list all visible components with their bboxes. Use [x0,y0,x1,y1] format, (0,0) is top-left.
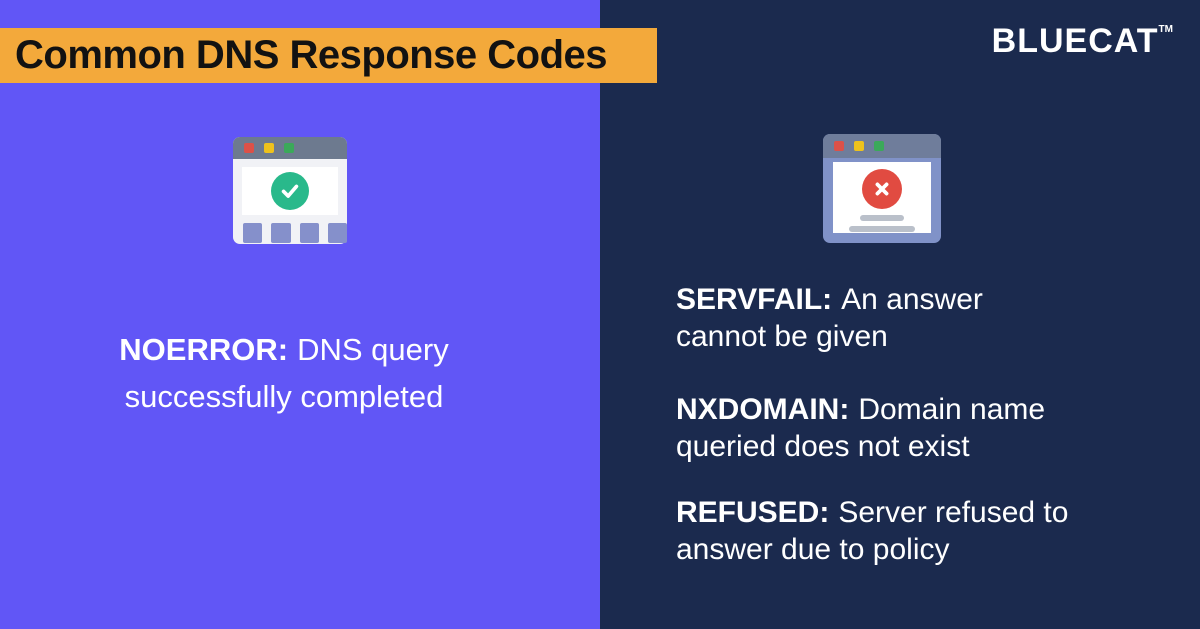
noerror-line-2: successfully completed [88,373,480,420]
nxdomain-line-2: queried does not exist [676,428,1045,465]
window-dot-yellow-icon [264,143,274,153]
response-code-description: cannot be given [676,320,888,353]
title-banner: Common DNS Response Codes [0,28,657,83]
refused-line-2: answer due to policy [676,531,1068,568]
refused-entry: REFUSED:Server refused to answer due to … [676,494,1068,568]
page-title: Common DNS Response Codes [15,33,608,77]
checkmark-glyph [281,184,299,198]
window-dot-green-icon [874,141,884,151]
servfail-entry: SERVFAIL:An answer cannot be given [676,281,983,355]
thumbnail-square [271,223,291,243]
placeholder-text-line [849,226,915,232]
window-dot-yellow-icon [854,141,864,151]
response-code-description: queried does not exist [676,430,970,463]
bluecat-logo: BLUECATTM [992,22,1173,61]
response-code-description: Server refused to [838,496,1069,529]
x-glyph [875,182,889,196]
left-panel-background [0,0,600,629]
thumbnail-square [299,223,319,243]
checkmark-icon [271,172,309,210]
nxdomain-entry: NXDOMAIN:Domain name queried does not ex… [676,391,1045,465]
trademark-symbol: TM [1158,24,1173,35]
right-panel-background [600,0,1200,629]
thumbnail-square [243,223,263,243]
noerror-line-1: NOERROR:DNS query [88,326,480,373]
window-thumbnail-row [243,223,347,243]
response-code-label: NOERROR: [119,332,289,367]
servfail-line-2: cannot be given [676,318,983,355]
browser-success-icon [233,137,347,244]
response-code-label: NXDOMAIN: [676,393,850,426]
noerror-entry: NOERROR:DNS query successfully completed [88,326,480,420]
window-dot-red-icon [834,141,844,151]
servfail-line-1: SERVFAIL:An answer [676,281,983,318]
window-content-area [833,162,931,233]
browser-error-icon [823,134,941,243]
window-title-bar [823,134,941,158]
window-dot-green-icon [284,143,294,153]
error-x-icon [862,169,902,209]
bluecat-logo-text: BLUECAT [991,22,1159,60]
response-code-description: successfully completed [124,379,444,414]
window-dot-red-icon [244,143,254,153]
response-code-description: DNS query [297,332,449,367]
response-code-description: Domain name [858,393,1046,426]
thumbnail-square [327,223,347,243]
window-content-area [242,167,338,215]
response-code-description: An answer [841,283,983,316]
refused-line-1: REFUSED:Server refused to [676,494,1068,531]
window-title-bar [233,137,347,159]
nxdomain-line-1: NXDOMAIN:Domain name [676,391,1045,428]
response-code-label: SERVFAIL: [676,283,833,316]
response-code-description: answer due to policy [676,533,950,566]
response-code-label: REFUSED: [676,496,830,529]
placeholder-text-line [860,215,904,221]
